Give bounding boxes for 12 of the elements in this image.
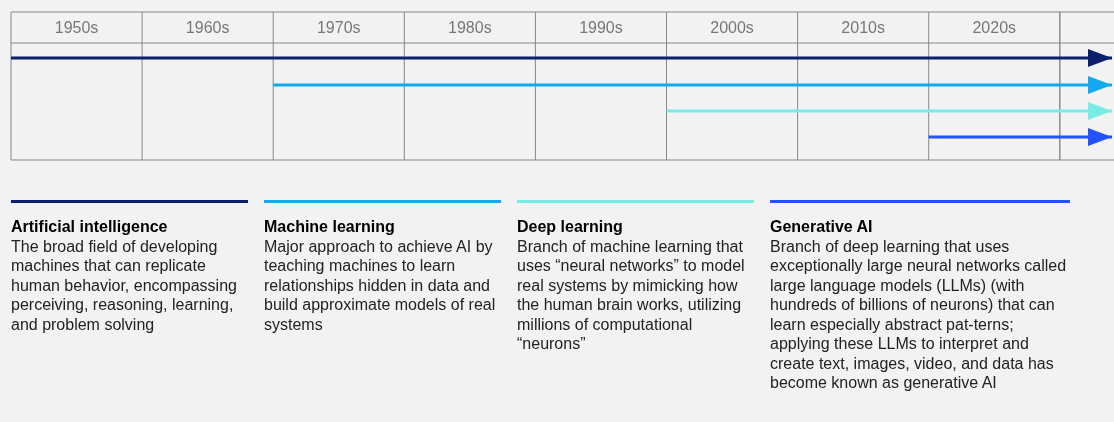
legend-text: Artificial intelligence The broad field of developing machines that can replicate human behavior, encompassing perceiving, reasoning, learning, and problem solving	[11, 217, 238, 334]
legend-text: Generative AI Branch of deep learning that uses exceptionally large neural networks called large language models (LLMs) (with hundreds of billions of neurons) that can learn especially abstract pat-terns; applying these LLMs to interpret and create text, images, video, and data has become known as generative AI	[770, 217, 1068, 393]
decade-label: 1970s	[315, 18, 362, 38]
legend-text: Deep learning Branch of machine learning that uses “neural networks” to model real systems by mimicking how the human brain works, utilizing millions of computational “neurons”	[517, 217, 746, 354]
decade-label: 1980s	[447, 18, 493, 38]
decade-label: 1990s	[578, 18, 624, 38]
decade-label: 2020s	[971, 18, 1018, 38]
decade-label: 1960s	[184, 18, 231, 38]
decade-label: 2000s	[709, 18, 755, 38]
decade-label: 1950s	[53, 18, 100, 38]
legend-text: Machine learning Major approach to achieve AI by teaching machines to learn relationships hidden in data and build approximate models of real systems	[264, 217, 497, 334]
decade-label: 2010s	[840, 18, 886, 38]
